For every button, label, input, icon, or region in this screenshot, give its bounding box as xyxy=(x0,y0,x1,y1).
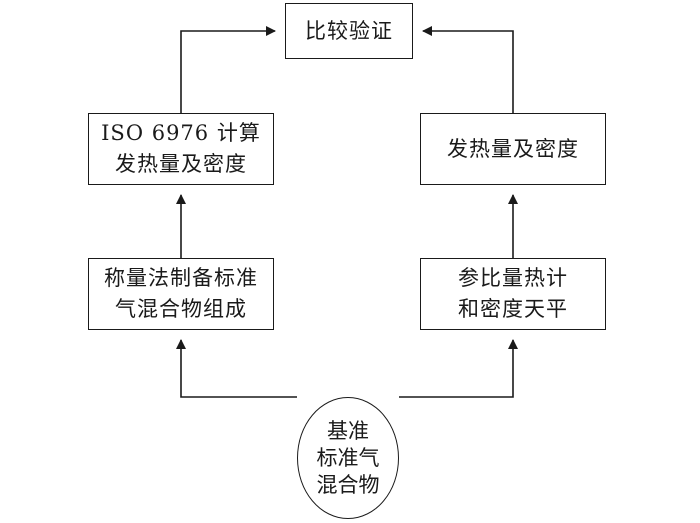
gravimetric-composition-box: 称量法制备标准 气混合物组成 xyxy=(88,258,274,330)
calorific-density-box: 发热量及密度 xyxy=(420,113,606,185)
reference-calorimeter-box: 参比量热计 和密度天平 xyxy=(420,258,606,330)
compare-verify-box: 比较验证 xyxy=(285,3,413,59)
iso-calculation-box: ISO 6976 计算 发热量及密度 xyxy=(88,113,274,185)
gravimetric-label-line2: 气混合物组成 xyxy=(115,297,247,321)
edge-source-to-weigh xyxy=(176,339,297,398)
edge-iso-to-compare xyxy=(180,26,276,113)
primary-standard-label-line2: 标准气 xyxy=(316,445,380,470)
reference-calorimeter-label-line2: 和密度天平 xyxy=(458,297,568,321)
calorific-density-label: 发热量及密度 xyxy=(447,136,579,161)
iso-calculation-label-line2: 发热量及密度 xyxy=(115,152,247,176)
iso-calculation-label-line1: ISO 6976 计算 xyxy=(101,121,261,145)
primary-standard-label-line1: 基准 xyxy=(327,418,369,443)
edge-heat-to-compare xyxy=(422,26,514,113)
gravimetric-label-line1: 称量法制备标准 xyxy=(104,266,258,290)
reference-calorimeter-label-line1: 参比量热计 xyxy=(458,266,568,290)
edge-source-to-calor xyxy=(399,339,518,398)
primary-standard-label-line3: 混合物 xyxy=(316,472,380,497)
compare-verify-label: 比较验证 xyxy=(305,18,393,43)
primary-standard-gas-ellipse: 基准 标准气 混合物 xyxy=(297,397,399,519)
